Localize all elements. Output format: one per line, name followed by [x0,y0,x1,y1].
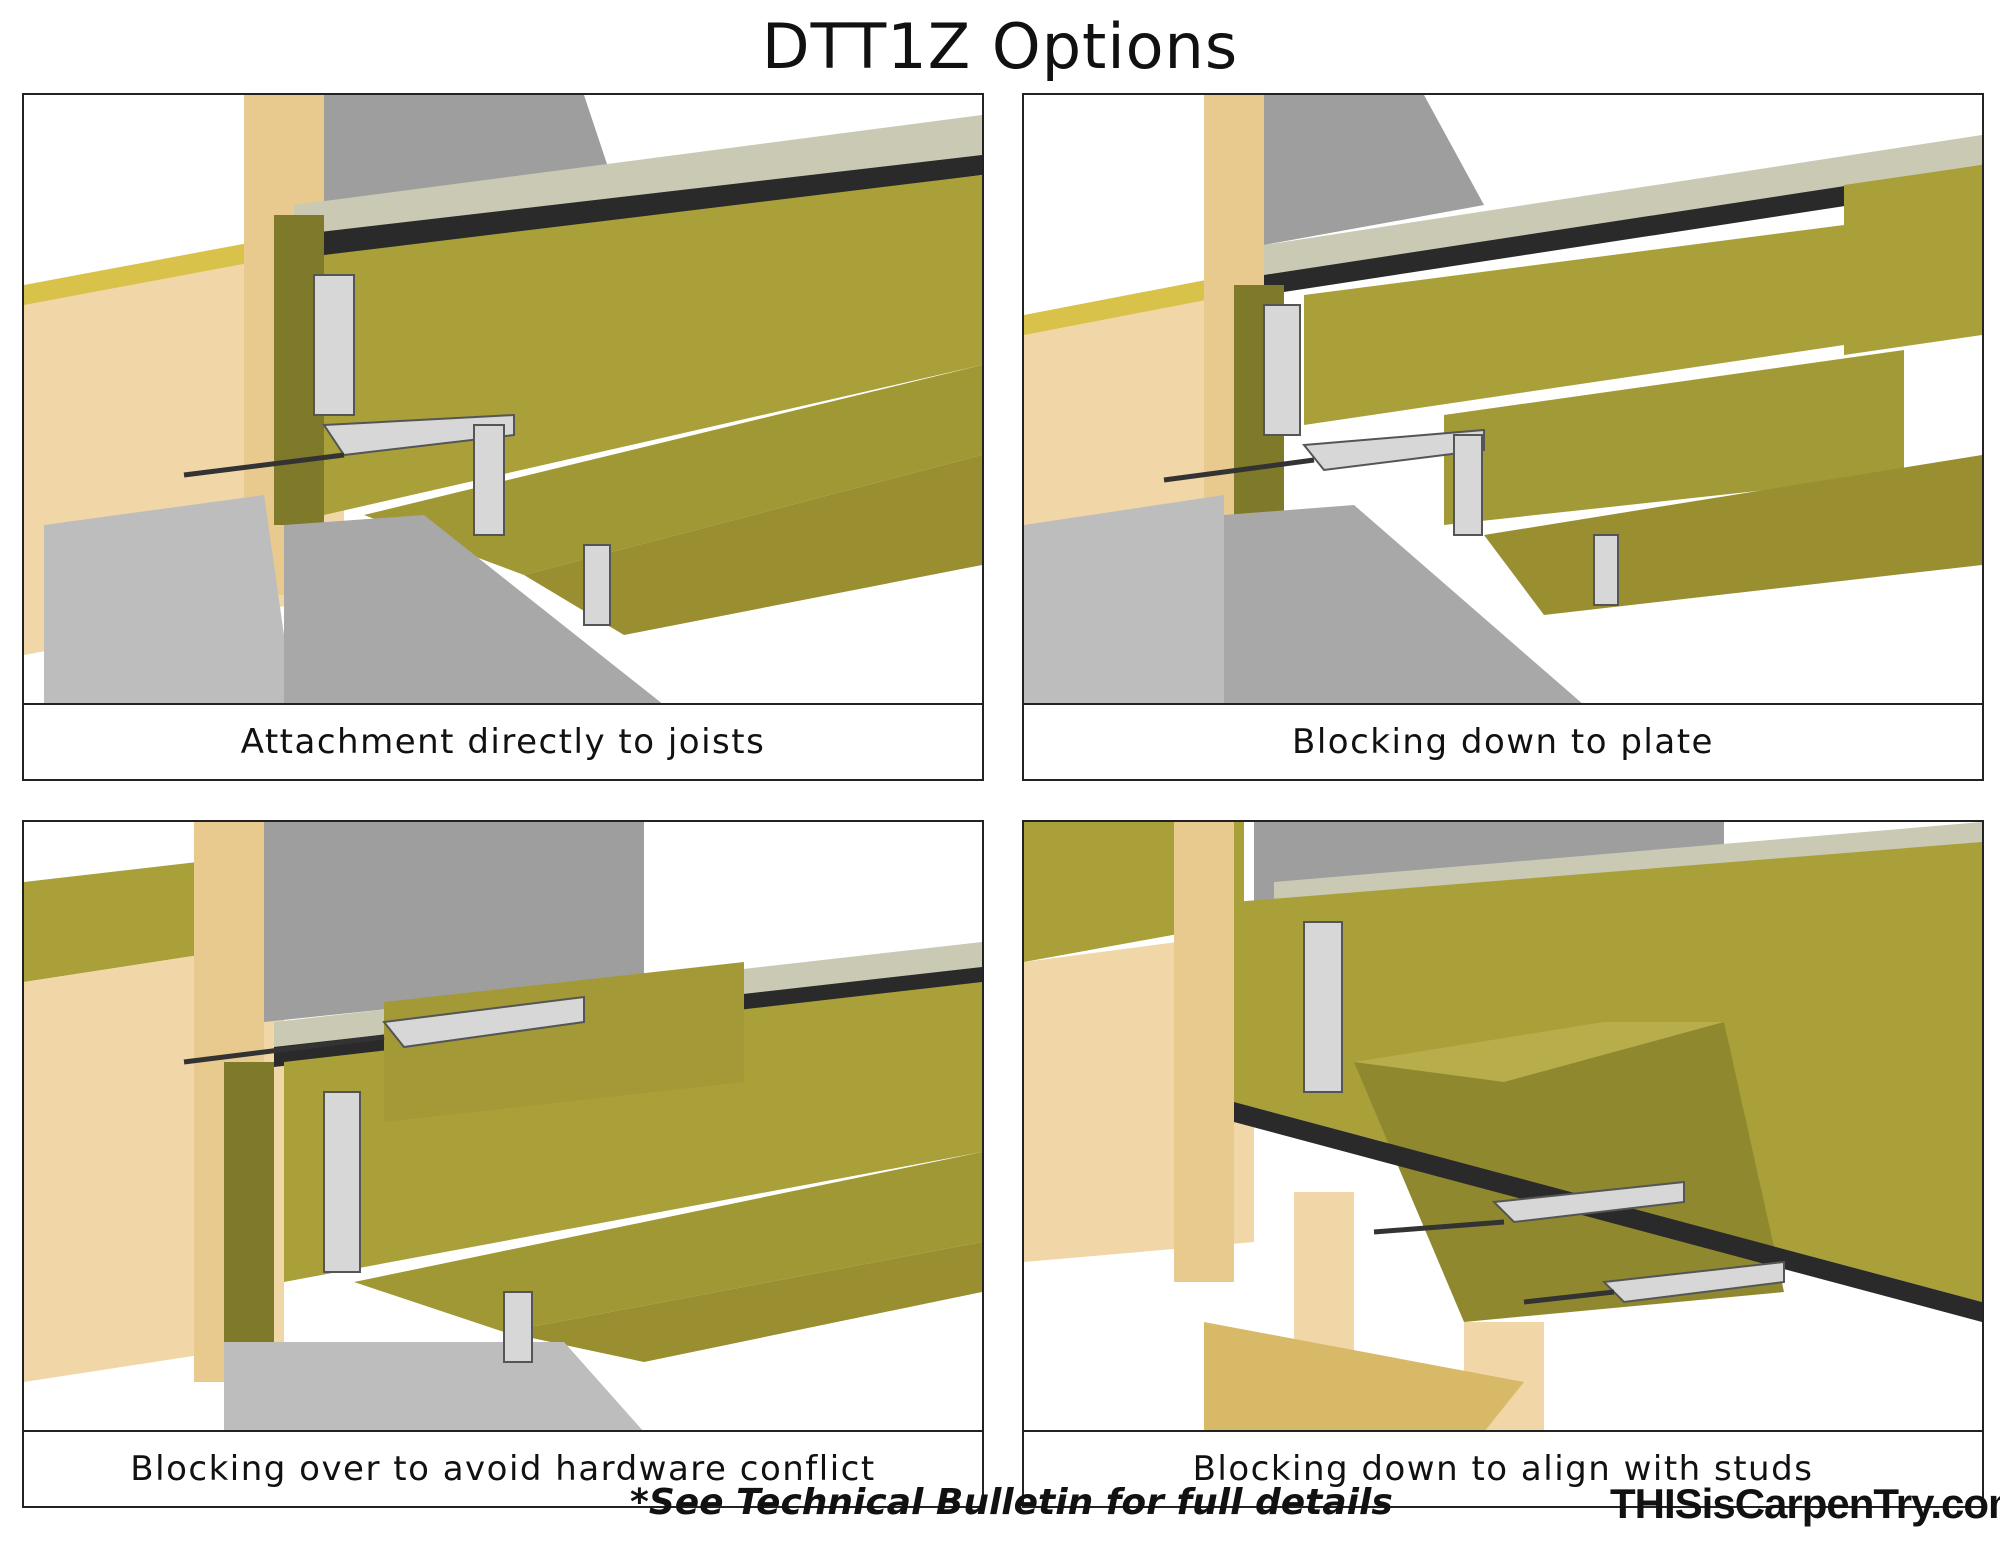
panel-blocking-over-hardware-conflict: Blocking over to avoid hardware conflict [22,820,984,1508]
brand-logo-text: THISisCarpenTry.com [1610,1480,2000,1527]
panel-caption: Blocking down to plate [1024,703,1982,779]
panel-blocking-down-align-studs: Blocking down to align with studs [1022,820,1984,1508]
illustration-blocking-down-align-studs [1024,822,1982,1432]
illustration-attachment-to-joists [24,95,982,705]
panel-caption: Blocking down to align with studs [1024,1430,1982,1506]
illustration-blocking-over-hardware-conflict [24,822,982,1432]
panel-attachment-to-joists: Attachment directly to joists [22,93,984,781]
panel-blocking-down-to-plate: Blocking down to plate [1022,93,1984,781]
footnote: *See Technical Bulletin for full details [630,1482,1393,1523]
panel-caption: Blocking over to avoid hardware conflict [24,1430,982,1506]
illustration-blocking-down-to-plate [1024,95,1982,705]
page-title: DTT1Z Options [761,10,1239,83]
panel-caption: Attachment directly to joists [24,703,982,779]
